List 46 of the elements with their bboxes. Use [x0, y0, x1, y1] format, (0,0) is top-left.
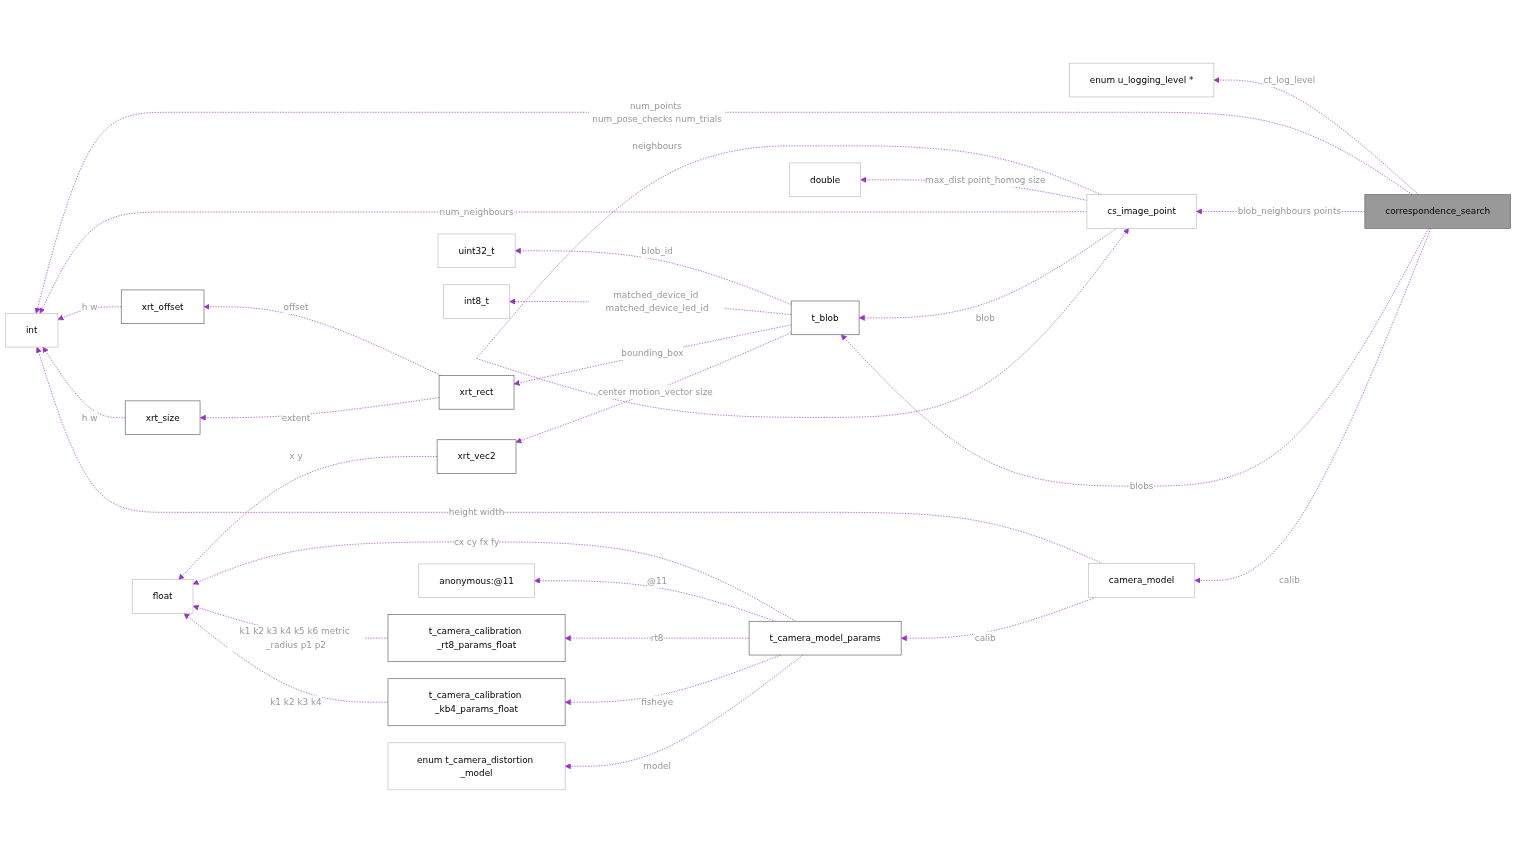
- node-box: xrt_vec2: [436, 439, 517, 474]
- node-box: int: [5, 313, 59, 348]
- edge-label: calib: [1278, 575, 1300, 586]
- node-box: cs_image_point: [1086, 194, 1197, 229]
- node-box: camera_model: [1088, 563, 1196, 598]
- edge-label: fisheye: [641, 696, 674, 708]
- edge-label: cx cy fx fy: [453, 536, 500, 547]
- node-box: enum u_logging_level *: [1068, 62, 1215, 98]
- edge-label: num_neighbours: [439, 206, 514, 217]
- edge-label: model: [643, 760, 671, 772]
- edge-label: h w: [81, 301, 98, 312]
- edge-label: height width: [448, 507, 505, 518]
- node-box: t_blob: [790, 300, 860, 336]
- edge-label: blob_neighbours points: [1237, 206, 1342, 217]
- edge-label: offset: [283, 301, 309, 312]
- edge-label: bounding_box: [621, 348, 684, 359]
- edge-label: neighbours: [632, 140, 682, 151]
- edge-label: rt8: [650, 632, 664, 644]
- node-box: xrt_size: [124, 400, 201, 435]
- node-box: t_camera_calibration _kb4_params_float: [387, 678, 566, 727]
- edge-label: ct_log_level: [1263, 74, 1316, 86]
- edge-label: blob: [975, 312, 995, 323]
- node-box: uint32_t: [437, 233, 516, 268]
- node-box: t_camera_calibration _rt8_params_float: [387, 614, 566, 662]
- edge-label: max_dist point_homog size: [925, 174, 1046, 185]
- edge-label: extent: [281, 412, 311, 423]
- edge-label: @11: [647, 575, 668, 586]
- edge-label: blob_id: [641, 245, 673, 256]
- node-box: anonymous:@11: [418, 563, 535, 598]
- node-box: xrt_rect: [438, 375, 515, 410]
- edge-label: num_points num_pose_checks num_trials: [592, 100, 722, 124]
- node-box: double: [789, 162, 861, 197]
- node-box: int8_t: [443, 284, 510, 319]
- node-box: float: [131, 579, 194, 614]
- edge-label: x y: [289, 451, 303, 462]
- edge-label: k1 k2 k3 k4: [270, 696, 322, 708]
- edge-label: calib: [974, 632, 996, 644]
- node-box: xrt_offset: [120, 289, 205, 324]
- node-box: t_camera_model_params: [748, 620, 902, 656]
- edge-label: blobs: [1129, 480, 1154, 492]
- edge-label: k1 k2 k3 k4 k5 k6 metric _radius p1 p2: [239, 626, 350, 650]
- edge-label: matched_device_id matched_device_led_id: [605, 289, 709, 314]
- edge-label: center motion_vector size: [597, 386, 713, 397]
- node-box: correspondence_search: [1364, 194, 1511, 229]
- node-box: enum t_camera_distortion _model: [387, 742, 566, 791]
- edge-label: h w: [81, 412, 98, 423]
